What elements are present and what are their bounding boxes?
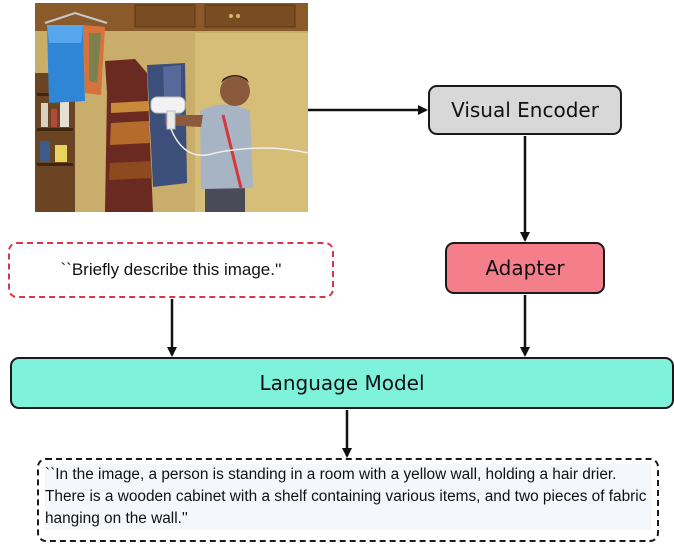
input-photo xyxy=(35,3,308,212)
prompt-box: ``Briefly describe this image.'' xyxy=(8,242,334,298)
adapter-box: Adapter xyxy=(445,242,605,294)
adapter-label: Adapter xyxy=(485,256,565,280)
input-photo-illustration xyxy=(35,3,308,212)
visual-encoder-box: Visual Encoder xyxy=(428,85,622,135)
output-box: ``In the image, a person is standing in … xyxy=(37,458,659,542)
language-model-label: Language Model xyxy=(259,371,425,395)
prompt-text: ``Briefly describe this image.'' xyxy=(60,260,282,279)
visual-encoder-label: Visual Encoder xyxy=(451,98,599,122)
language-model-box: Language Model xyxy=(10,357,674,409)
output-text: ``In the image, a person is standing in … xyxy=(45,464,651,530)
